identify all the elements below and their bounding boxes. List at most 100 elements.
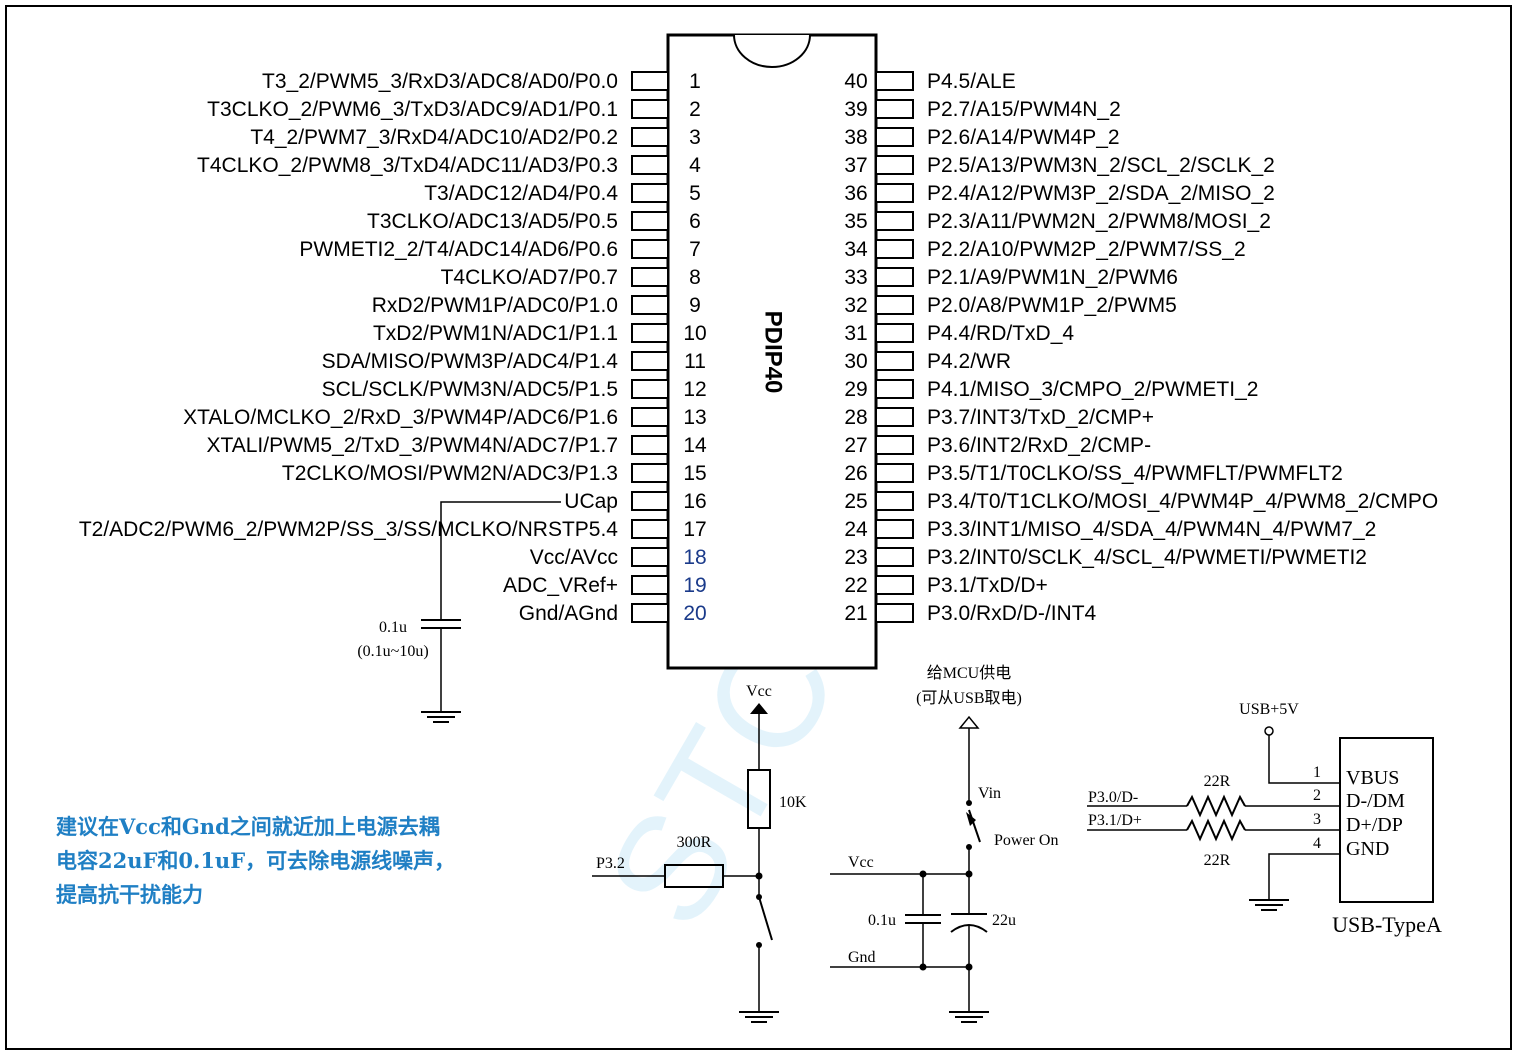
usb-pin-number: 3 [1313,811,1321,828]
pin-number: 21 [844,602,867,625]
power-note-line1: 给MCU供电 [927,664,1011,682]
pin-number: 15 [683,462,706,485]
pin-number: 11 [684,350,706,373]
resistor-22r-bottom [1186,818,1246,842]
pin-box [631,99,669,119]
pin-box [875,99,914,119]
switch-arrow-icon [966,812,976,826]
pin-number: 20 [683,602,706,625]
pin-number: 29 [844,378,867,401]
usb-pin-name: D-/DM [1346,790,1405,812]
pin-number: 16 [683,490,706,513]
pin-label: P2.6/A14/PWM4P_2 [927,126,1120,149]
resistor-22r-top-label: 22R [1204,773,1231,790]
drawing-frame [5,5,1512,1050]
pin-box [875,575,914,595]
usb-circuit: USB+5V P3.0/D- P3.1/D+ 22R 22R USB-TypeA… [1087,701,1442,937]
pin-label: P4.5/ALE [927,70,1016,93]
pin-number: 19 [683,574,706,597]
pin-box [631,463,669,483]
pin-box [631,71,669,91]
ground-icon [739,1011,779,1023]
pin-box [631,435,669,455]
pin-label: P2.1/A9/PWM1N_2/PWM6 [927,266,1178,289]
pin-number: 33 [844,266,867,289]
usb-pin-name: GND [1346,838,1389,860]
chip-body [666,33,878,670]
pin-box [875,351,914,371]
usb-pin-name: VBUS [1346,767,1399,789]
pin-label: P3.5/T1/T0CLKO/SS_4/PWMFLT/PWMFLT2 [927,462,1343,485]
power-circuit: 给MCU供电 (可从USB取电) Vin Power On Vcc 0.1u 2… [830,664,1058,1023]
pin-box [875,127,914,147]
pin-label: XTALO/MCLKO_2/RxD_3/PWM4P/ADC6/P1.6 [183,406,618,429]
pin-number: 28 [844,406,867,429]
vin-label: Vin [978,785,1001,802]
pin-label: P4.4/RD/TxD_4 [927,322,1074,345]
pin-box [631,183,669,203]
pin-label: TxD2/PWM1N/ADC1/P1.1 [373,322,618,345]
pin-label: P2.4/A12/PWM3P_2/SDA_2/MISO_2 [927,182,1275,205]
usb-pin-number: 4 [1313,835,1321,852]
pin-label: RxD2/PWM1P/ADC0/P1.0 [372,294,618,317]
pin-number: 12 [683,378,706,401]
pin-number: 14 [683,434,707,457]
chip-pin-19: ADC_VRef+ 19 [503,574,707,597]
pin-number: 24 [844,518,868,541]
pin-box [875,183,914,203]
pin-box [631,519,669,539]
pin-label: Vcc/AVcc [530,546,618,569]
pin-number: 37 [844,154,867,177]
ucap-circuit: 0.1u (0.1u~10u) [357,501,561,723]
power-switch [968,809,981,843]
pin-number: 8 [689,266,701,289]
pin-box [875,435,914,455]
pin-box [631,603,669,623]
usb-supply-terminal [1264,726,1274,736]
pin-box [875,239,914,259]
power-note-line2: (可从USB取电) [916,689,1022,707]
pin-label: P3.3/INT1/MISO_4/SDA_4/PWM4N_4/PWM7_2 [927,518,1376,541]
advice-line-2: 电容22uF和0.1uF，可去除电源线噪声， [56,848,455,873]
pin-box [631,407,669,427]
vcc-arrow-icon [750,703,768,714]
pin-box [875,155,914,175]
ground-icon [1249,899,1289,911]
resistor-10k-label: 10K [779,794,807,811]
pin-number: 4 [689,154,701,177]
pin-label: ADC_VRef+ [503,574,618,597]
cap-small-label: 0.1u [868,912,896,929]
pin-label: T2CLKO/MOSI/PWM2N/ADC3/P1.3 [282,462,618,485]
pin-box [631,547,669,567]
pin-number: 3 [689,126,701,149]
pin-box [631,351,669,371]
pin-number: 25 [844,490,867,513]
pin-box [875,267,914,287]
pin-box [875,323,914,343]
reset-vcc-label: Vcc [746,683,772,700]
pin-label: T4CLKO/AD7/P0.7 [441,266,618,289]
usb-connector-body [1339,737,1434,903]
reset-switch [758,896,773,941]
pin-label: XTALI/PWM5_2/TxD_3/PWM4N/ADC7/P1.7 [206,434,618,457]
pin-box [631,267,669,287]
